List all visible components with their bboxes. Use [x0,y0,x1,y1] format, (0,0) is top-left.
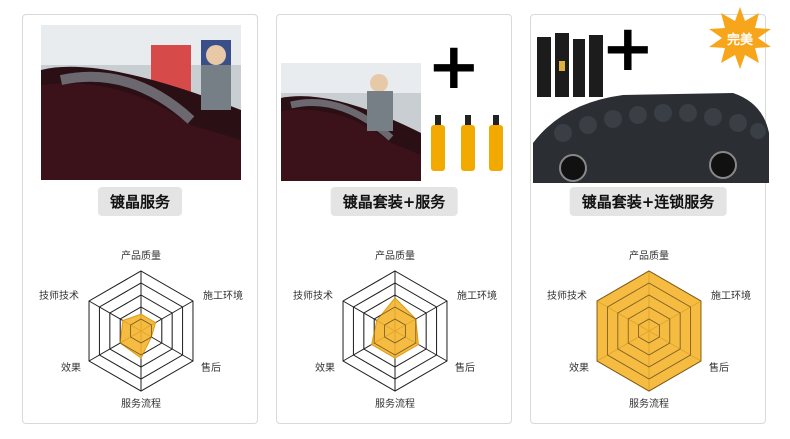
card-title: 镀晶套装+连锁服务 [569,187,727,216]
radar-grid-overlay [607,282,691,380]
radar-axis-label: 售后 [455,361,475,374]
radar-grid-overlay [342,270,448,392]
radar-grid-overlay [596,270,702,392]
radar-axis-label: 服务流程 [629,397,669,410]
radar-grid-overlay [373,306,417,356]
product-bottle-icon [429,115,447,171]
radar-axis-label: 技师技术 [293,289,333,302]
card-title: 镀晶套装+服务 [330,187,458,216]
radar-grid-overlay [119,306,163,356]
car-detailing-photo [41,25,241,180]
radar-axis-label: 施工环境 [711,289,751,302]
radar-axis-label: 技师技术 [547,289,587,302]
radar-axis-label: 施工环境 [457,289,497,302]
radar-axis-label: 技师技术 [39,289,79,302]
plus-icon: + [601,12,655,86]
radar-axis-label: 售后 [201,361,221,374]
radar-grid-overlay [88,270,194,392]
plus-icon: + [427,30,481,104]
service-card-3[interactable]: + 完美 镀晶套装+连锁服务 产品质量施工环境售后服务流程 效果 技师技术 [530,7,771,424]
radar-grid-overlay [353,282,437,380]
card-title: 镀晶服务 [97,187,183,216]
car-detailing-photo [281,63,421,181]
radar-grid-overlay [109,294,173,368]
radar-value-area [119,313,157,359]
radar-grid-overlay [638,318,660,344]
radar-axis-label: 服务流程 [121,397,161,410]
perfect-badge: 完美 [707,5,773,71]
radar-value-area [596,270,702,392]
radar-axis-label: 产品质量 [121,249,161,262]
service-card-2[interactable]: + 镀晶套装+服务 产品质量施工环境售后服务流程 效果 技师技术 [276,14,512,424]
team-with-products [533,33,769,183]
service-card-1[interactable]: 镀晶服务 产品质量施工环境售后服务流程 效果 技师技术 [22,14,258,424]
radar-grid-overlay [99,282,183,380]
radar-axis-label: 产品质量 [375,249,415,262]
perfect-label: 完美 [726,32,753,48]
radar-axis-label: 售后 [709,361,729,374]
radar-axis-label: 效果 [315,361,335,374]
radar-axis-label: 服务流程 [375,397,415,410]
radar-grid-overlay [130,318,152,344]
product-bottle-icon [459,115,477,171]
product-bottle-icon [487,115,505,171]
radar-axis-label: 效果 [569,361,589,374]
radar-grid-overlay [363,294,427,368]
radar-axis-label: 效果 [61,361,81,374]
radar-grid-overlay [617,294,681,368]
radar-grid-overlay [384,318,406,344]
starburst-icon [709,7,771,69]
radar-axis-label: 产品质量 [629,249,669,262]
radar-axis-label: 施工环境 [203,289,243,302]
radar-grid-overlay [627,306,671,356]
